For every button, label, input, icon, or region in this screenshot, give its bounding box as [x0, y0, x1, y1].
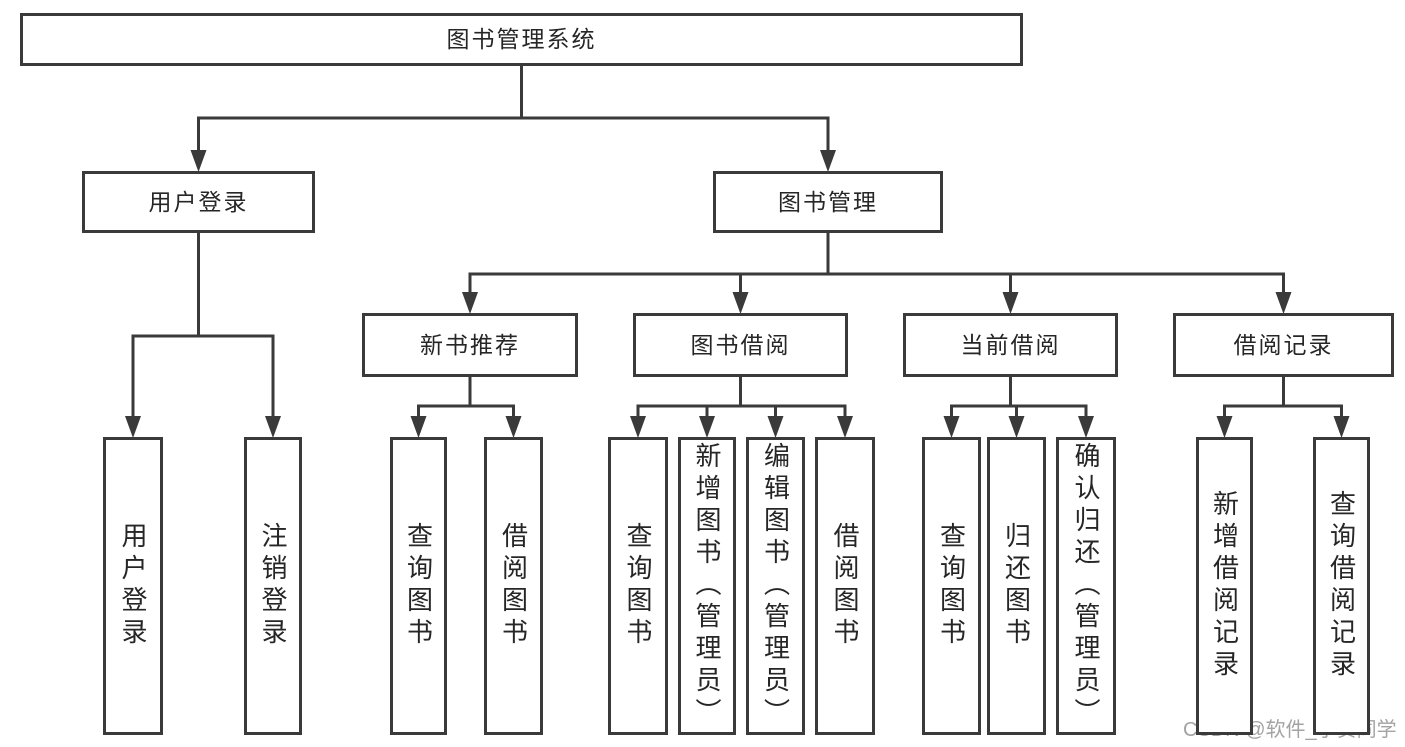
node-book-mgmt: 图书管理: [713, 171, 943, 233]
node-label-v-query-book-2: 查询图书: [623, 522, 653, 650]
node-label-v-return-book: 归还图书: [1001, 522, 1032, 650]
node-current-borrow: 当前借阅: [903, 313, 1118, 377]
connector-from-borrow-records: [1216, 375, 1350, 438]
node-label-book-mgmt: 图书管理: [778, 188, 878, 215]
connector-from-current-borrow: [943, 375, 1094, 438]
node-user-login: 用户登录: [82, 171, 315, 233]
node-label-borrow-records: 借阅记录: [1233, 331, 1334, 358]
node-label-root: 图书管理系统: [446, 26, 597, 52]
node-v-edit-book: 编辑图书（管理员）: [746, 437, 805, 735]
node-label-v-borrow-book-1: 借阅图书: [498, 522, 529, 650]
node-v-add-record: 新增借阅记录: [1196, 437, 1253, 735]
connector-from-book-mgmt: [462, 231, 1292, 314]
node-label-v-add-record: 新增借阅记录: [1209, 490, 1240, 682]
node-book-borrow: 图书借阅: [633, 313, 848, 377]
node-label-user-login: 用户登录: [148, 188, 249, 215]
node-new-book-rec: 新书推荐: [362, 313, 578, 377]
node-label-new-book-rec: 新书推荐: [420, 331, 520, 358]
node-label-v-query-book-3: 查询图书: [936, 522, 967, 650]
node-v-add-book: 新增图书（管理员）: [678, 437, 736, 735]
node-borrow-records: 借阅记录: [1173, 313, 1394, 377]
node-v-user-login: 用户登录: [103, 437, 163, 735]
node-label-v-confirm-return: 确认归还（管理员）: [1071, 442, 1101, 730]
node-label-v-query-record: 查询借阅记录: [1326, 490, 1357, 682]
node-root: 图书管理系统: [20, 13, 1023, 66]
node-label-v-borrow-book-2: 借阅图书: [830, 522, 860, 650]
connector-from-root: [190, 64, 836, 172]
node-v-return-book: 归还图书: [987, 437, 1046, 735]
connector-from-user-login: [125, 231, 281, 438]
connector-from-book-borrow: [630, 375, 853, 438]
node-v-query-record: 查询借阅记录: [1313, 437, 1370, 735]
node-v-logout: 注销登录: [244, 437, 302, 735]
node-v-query-book-1: 查询图书: [390, 437, 447, 735]
node-label-v-add-book: 新增图书（管理员）: [692, 442, 722, 730]
node-v-borrow-book-1: 借阅图书: [484, 437, 543, 735]
node-v-borrow-book-2: 借阅图书: [815, 437, 875, 735]
node-label-v-edit-book: 编辑图书（管理员）: [760, 442, 791, 730]
node-v-query-book-2: 查询图书: [608, 437, 668, 735]
connector-from-new-book-rec: [410, 375, 522, 438]
node-v-confirm-return: 确认归还（管理员）: [1056, 437, 1116, 735]
node-label-v-logout: 注销登录: [258, 522, 288, 650]
node-label-current-borrow: 当前借阅: [960, 331, 1061, 358]
node-label-v-user-login: 用户登录: [118, 522, 148, 650]
node-v-query-book-3: 查询图书: [922, 437, 981, 735]
node-label-book-borrow: 图书借阅: [690, 331, 791, 358]
node-label-v-query-book-1: 查询图书: [403, 522, 434, 650]
